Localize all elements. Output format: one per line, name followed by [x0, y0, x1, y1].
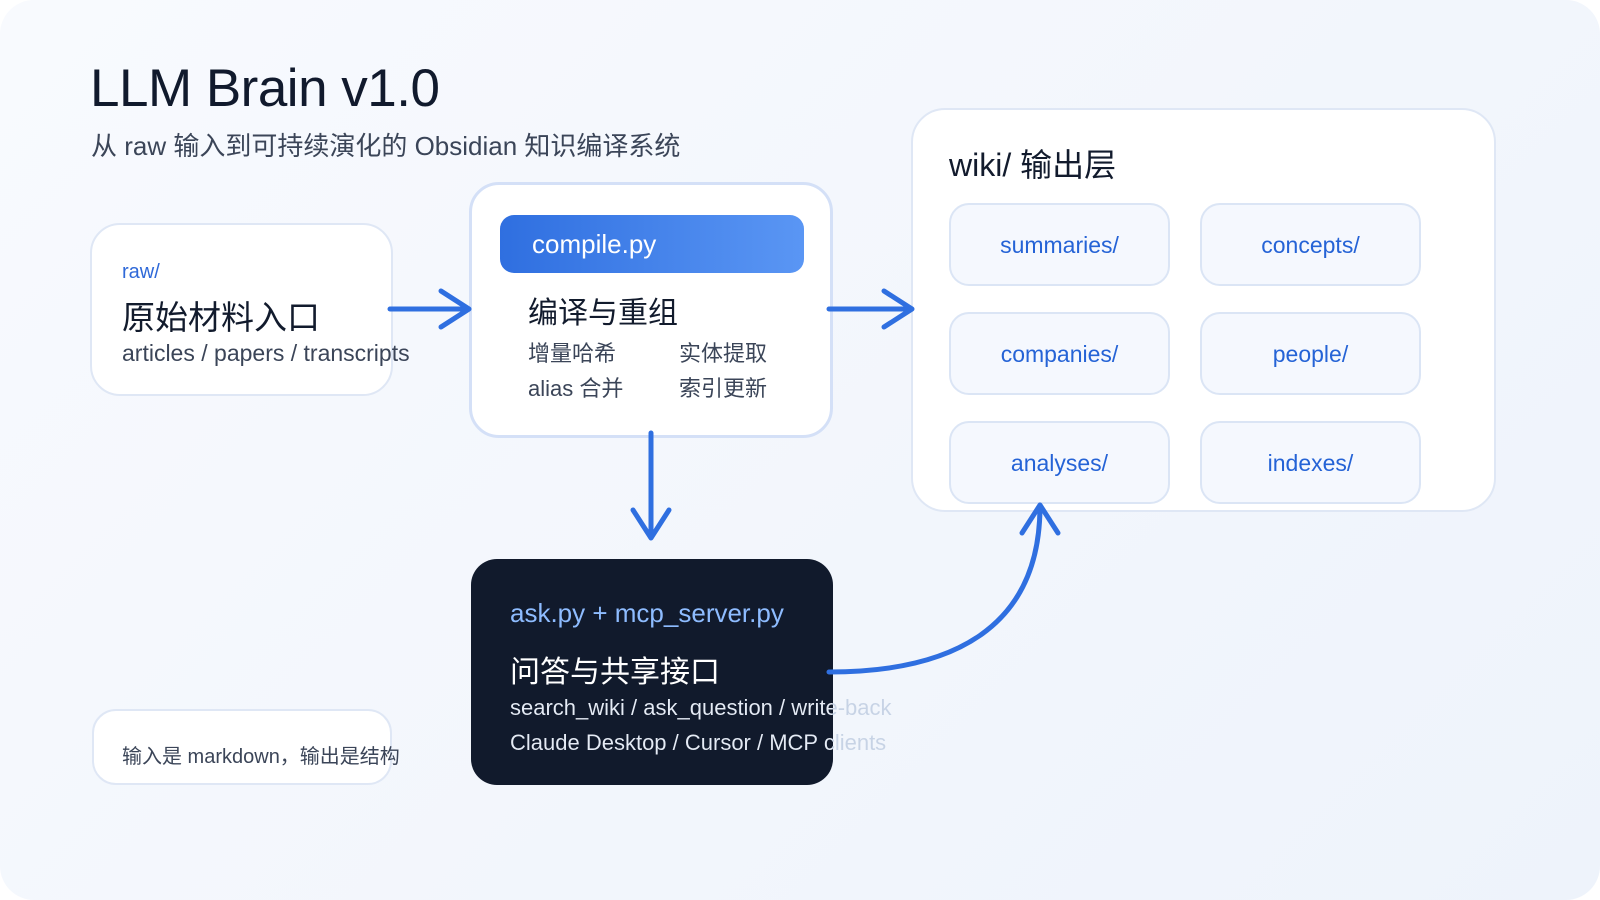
wiki-folder-companies: companies/ — [949, 312, 1170, 395]
raw-heading: 原始材料入口 — [122, 299, 320, 336]
compile-script-pill: compile.py — [500, 215, 804, 273]
wiki-output-box: wiki/ 输出层 summaries/ concepts/ companies… — [911, 108, 1496, 512]
compile-script-label: compile.py — [532, 229, 657, 259]
wiki-folder-concepts: concepts/ — [1200, 203, 1421, 286]
compile-feature-incremental-hash: 增量哈希 — [528, 341, 617, 366]
wiki-folder-summaries: summaries/ — [949, 203, 1170, 286]
footnote-box: 输入是 markdown，输出是结构 — [92, 709, 400, 785]
compile-to-ask-arrow — [630, 430, 672, 541]
wiki-folder-label: indexes/ — [1267, 450, 1354, 476]
ask-heading: 问答与共享接口 — [510, 656, 720, 689]
wiki-folder-indexes: indexes/ — [1200, 421, 1421, 504]
page-subtitle: 从 raw 输入到可持续演化的 Obsidian 知识编译系统 — [91, 131, 681, 161]
wiki-folder-label: companies/ — [1000, 341, 1119, 367]
ask-clients-line: Claude Desktop / Cursor / MCP clients — [510, 730, 887, 755]
ask-script-title: ask.py + mcp_server.py — [510, 598, 784, 628]
wiki-heading: wiki/ 输出层 — [949, 147, 1117, 183]
compile-feature-entity-extraction: 实体提取 — [679, 341, 768, 366]
wiki-folder-people: people/ — [1200, 312, 1421, 395]
wiki-folder-label: people/ — [1272, 341, 1349, 367]
compile-feature-index-update: 索引更新 — [679, 376, 768, 401]
ask-tools-line: search_wiki / ask_question / write-back — [510, 695, 892, 720]
wiki-folder-label: summaries/ — [1000, 232, 1119, 258]
wiki-folder-analyses: analyses/ — [949, 421, 1170, 504]
raw-input-box: raw/ 原始材料入口 articles / papers / transcri… — [90, 223, 410, 396]
raw-to-compile-arrow — [387, 288, 472, 330]
page-title: LLM Brain v1.0 — [90, 59, 440, 118]
compile-feature-alias-merge: alias 合并 — [528, 376, 624, 401]
footnote-text: 输入是 markdown，输出是结构 — [122, 746, 400, 768]
ask-mcp-box: ask.py + mcp_server.py 问答与共享接口 search_wi… — [471, 559, 892, 785]
raw-description: articles / papers / transcripts — [122, 340, 410, 366]
compile-box: compile.py 编译与重组 增量哈希 实体提取 alias 合并 索引更新 — [469, 182, 833, 438]
wiki-folder-label: analyses/ — [1010, 450, 1109, 476]
wiki-folder-label: concepts/ — [1261, 232, 1360, 258]
compile-heading: 编译与重组 — [528, 297, 678, 330]
compile-to-wiki-arrow — [826, 288, 915, 330]
ask-to-wiki-arrow — [826, 502, 1061, 675]
raw-folder-tag: raw/ — [122, 261, 160, 283]
